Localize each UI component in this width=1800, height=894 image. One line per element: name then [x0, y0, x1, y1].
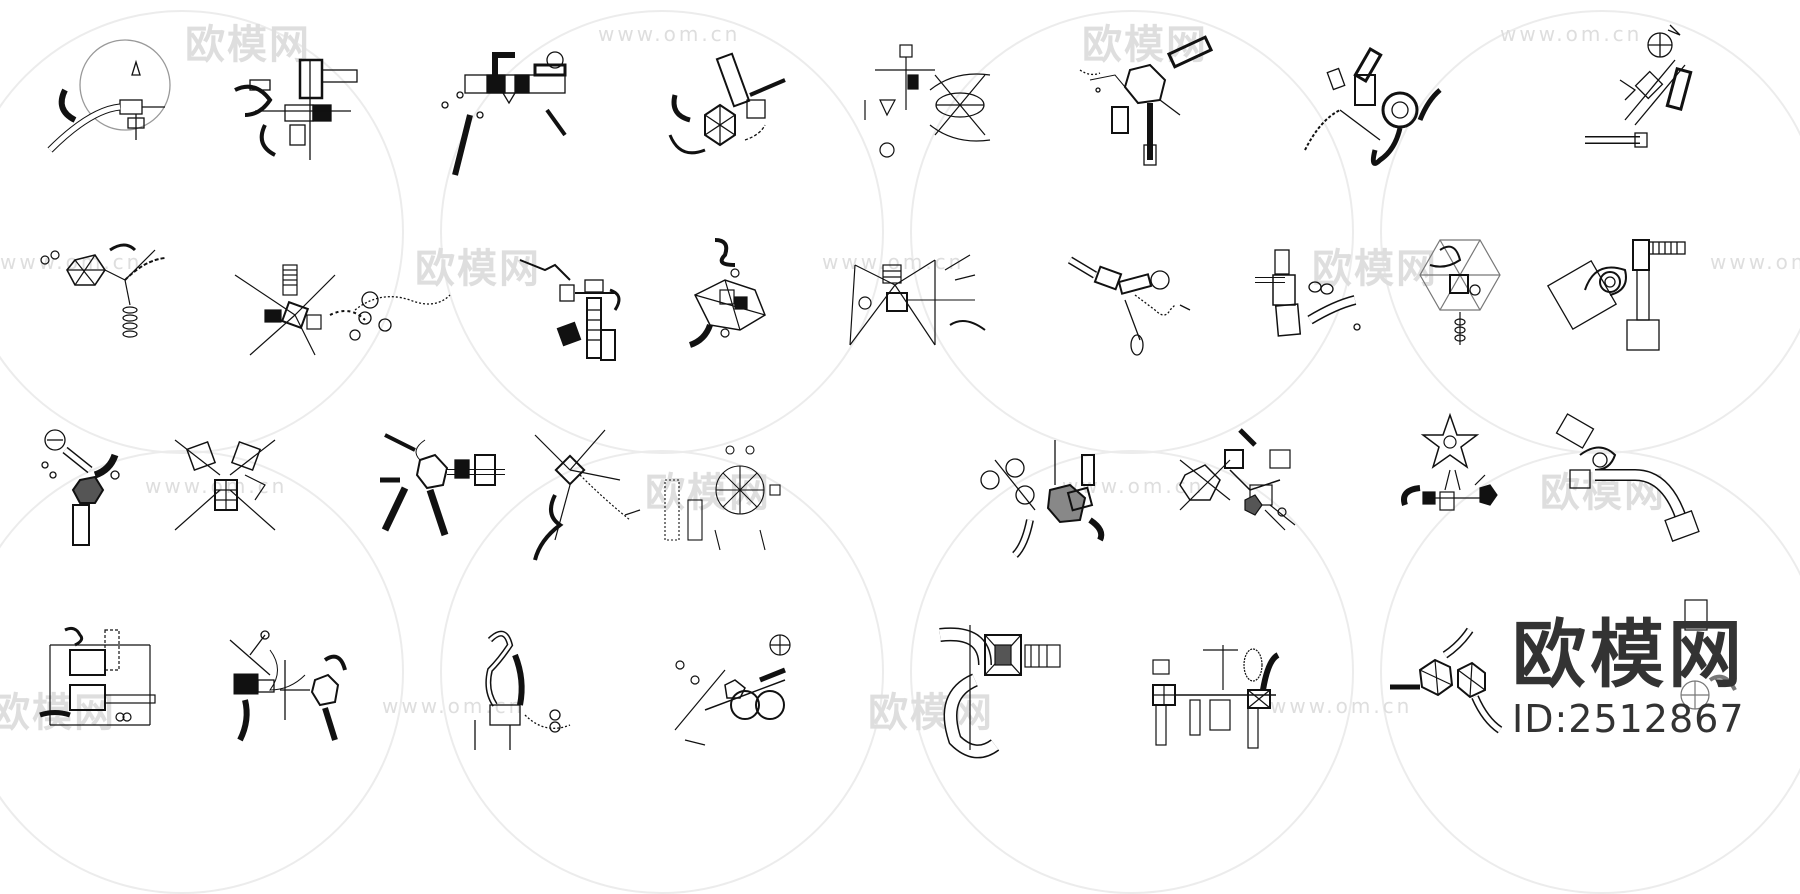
playground-plan	[1170, 428, 1300, 560]
playground-plan	[660, 440, 790, 570]
playground-plan	[234, 255, 366, 385]
playground-plan	[210, 630, 347, 760]
watermark-url: www.om.cn	[598, 22, 741, 46]
watermark-site-name: 欧模网	[1312, 246, 1438, 292]
playground-plan	[1300, 40, 1442, 170]
watermark-site-name: 欧模网	[185, 22, 311, 68]
playground-plan	[1546, 230, 1686, 360]
playground-plan	[225, 45, 358, 175]
model-id-label: ID:2512867	[1512, 697, 1745, 741]
playground-plan	[350, 280, 480, 410]
playground-plan	[515, 250, 645, 380]
watermark-site-name: 欧模网	[868, 690, 994, 736]
drawing-sheet: 欧模网 www.om.cn 欧模网 www.om.cn www.om.cn 欧模…	[0, 10, 1800, 894]
watermark-site-name: 欧模网	[415, 246, 541, 292]
playground-plan	[1655, 599, 1785, 730]
playground-plan	[25, 230, 166, 360]
playground-plan	[970, 440, 1105, 570]
playground-plan	[35, 625, 165, 755]
playground-plan	[40, 30, 171, 160]
playground-plan	[680, 235, 810, 365]
playground-plan	[1079, 35, 1214, 166]
watermark-site-name: 欧模网	[645, 470, 771, 516]
playground-plan	[435, 45, 567, 176]
playground-plan	[1245, 235, 1375, 365]
playground-plan	[665, 630, 795, 760]
playground-plan	[35, 415, 165, 546]
watermark-url: www.om.cn	[822, 250, 965, 274]
playground-plan	[845, 245, 986, 375]
playground-plan	[860, 40, 991, 170]
playground-plan	[665, 40, 795, 170]
brand-logo: 欧模网	[1512, 612, 1746, 698]
watermark-url: www.om.cn	[1270, 694, 1413, 718]
playground-plan	[174, 430, 305, 560]
playground-plan	[1400, 230, 1530, 360]
playground-plan	[525, 429, 655, 561]
playground-plan	[1580, 20, 1710, 150]
playground-plan	[1390, 625, 1520, 755]
watermark-url: www.om.cn	[382, 694, 525, 718]
playground-plan	[1148, 640, 1280, 770]
playground-plan	[1555, 413, 1700, 545]
playground-plan	[1395, 410, 1525, 540]
playground-plan	[925, 625, 1061, 759]
watermark-url: www.om.cn	[1710, 250, 1800, 274]
playground-plan	[375, 430, 505, 560]
playground-plan	[470, 625, 600, 755]
brand-block: 欧模网 ID:2512867	[1512, 615, 1746, 743]
playground-plan	[1065, 250, 1195, 380]
watermark-url: www.om.cn	[1500, 22, 1643, 46]
